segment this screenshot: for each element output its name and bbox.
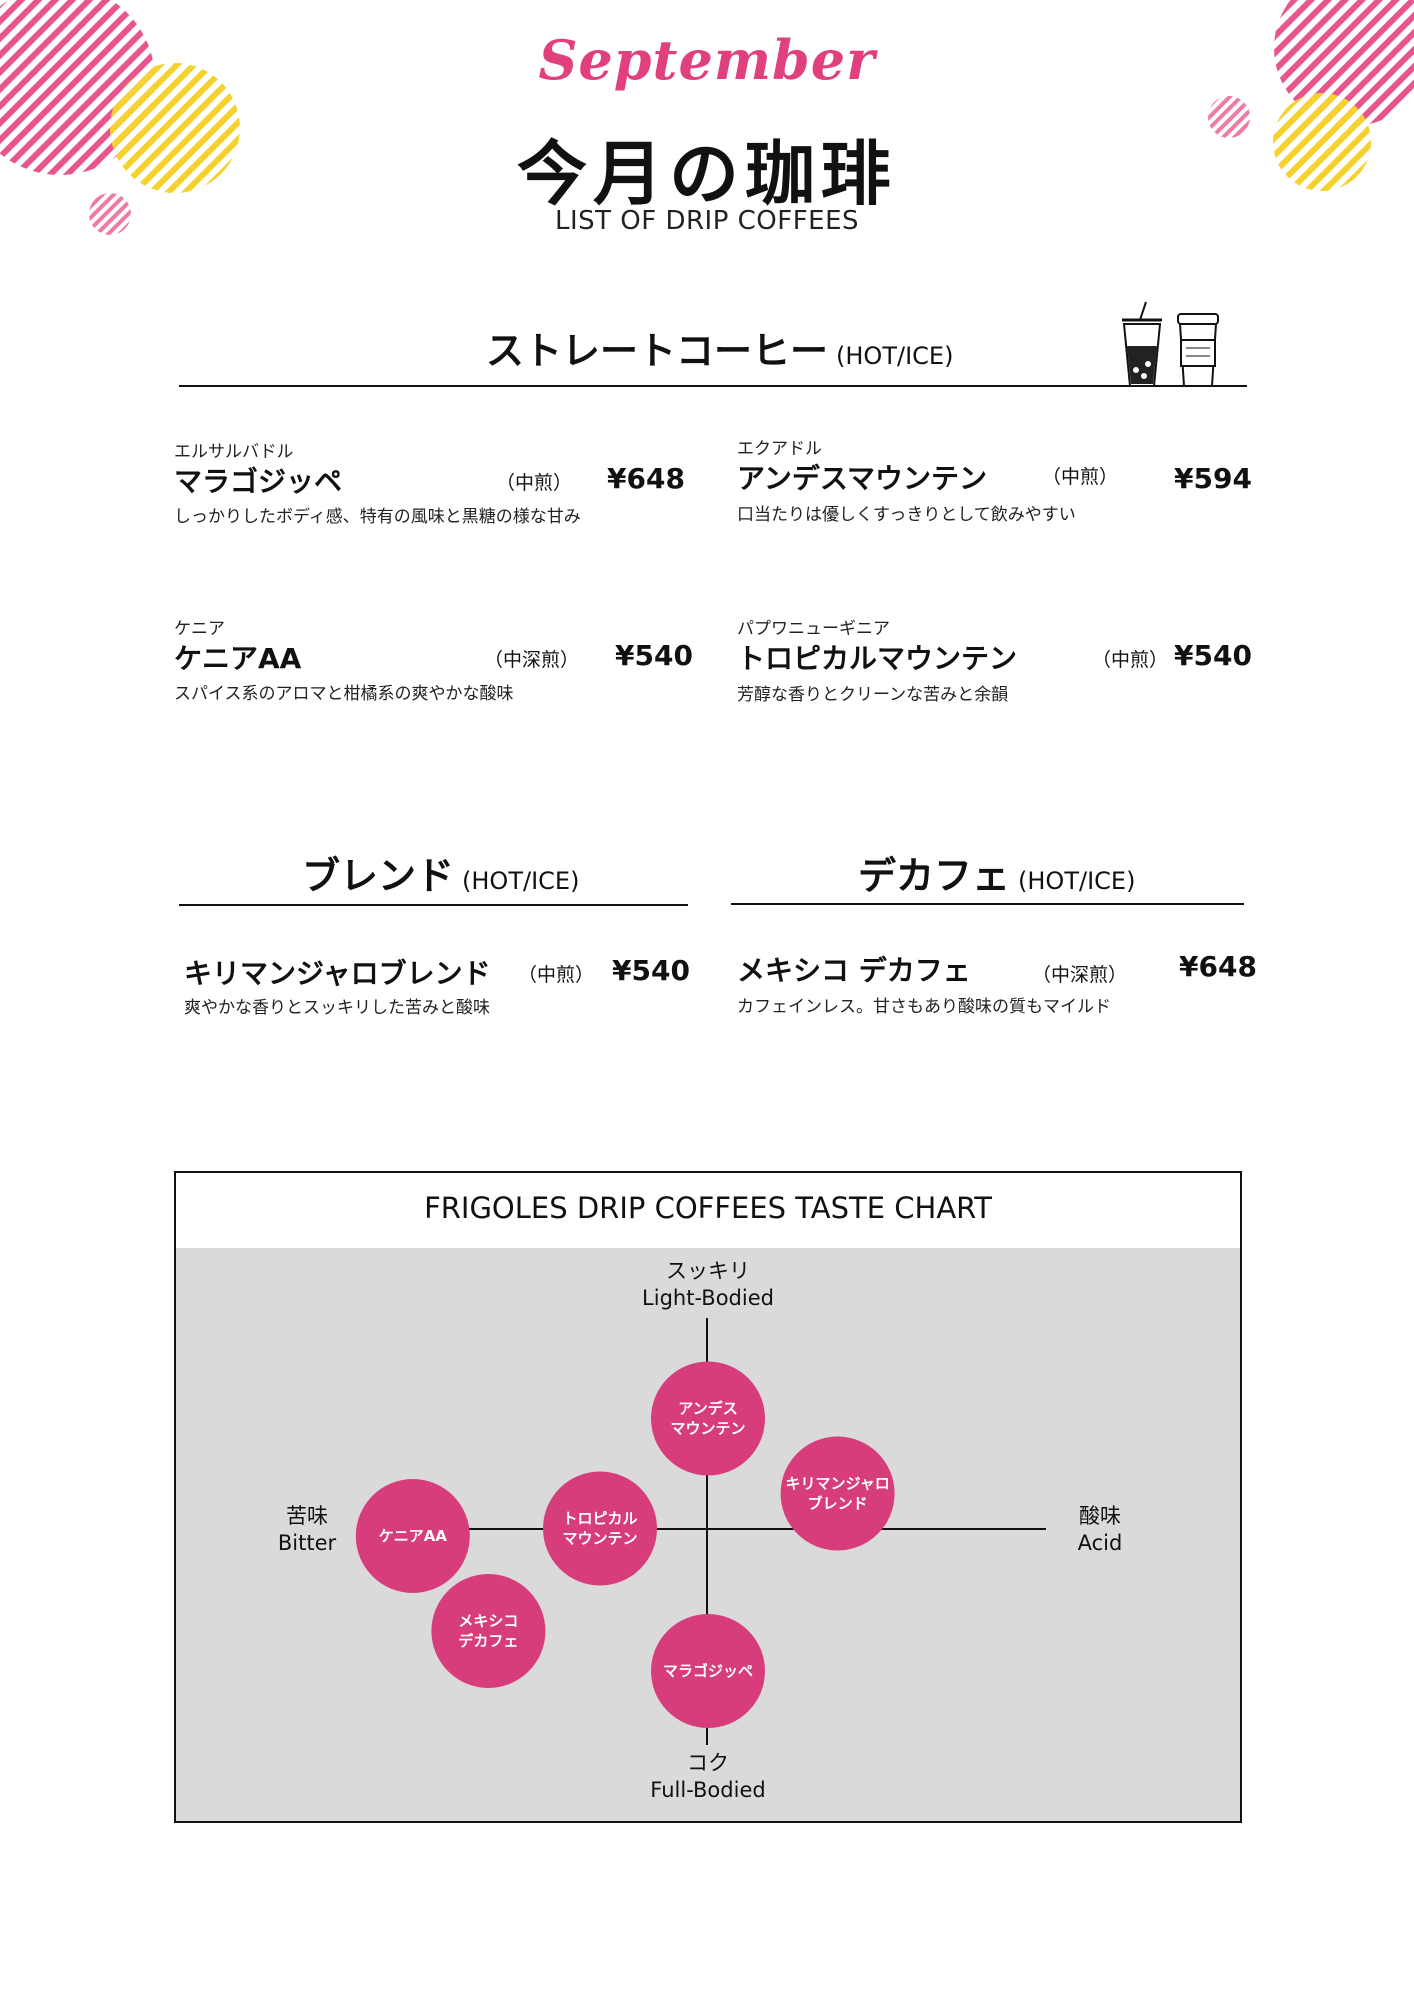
month-script: September (538, 28, 876, 92)
blend-rule (179, 904, 688, 906)
decorative-circles (0, 0, 1414, 235)
item-price: ¥540 (615, 639, 693, 672)
decor-circle (110, 63, 240, 193)
straight-rule (179, 385, 1247, 387)
data-point (543, 1471, 657, 1586)
item-roast: （中煎） (1042, 466, 1119, 488)
page-title: 今月の珈琲 (517, 133, 897, 215)
data-point-label: メキシコ (458, 1612, 518, 1630)
item-origin: エクアドル (737, 439, 822, 459)
item-roast: （中煎） (1092, 649, 1169, 671)
axis-label-top: スッキリ Light-Bodied (608, 1258, 808, 1312)
axis-left-en: Bitter (277, 1531, 337, 1555)
decor-circle (89, 193, 131, 235)
axis-right-en: Acid (1077, 1531, 1123, 1555)
decor-circle (1208, 96, 1250, 138)
decaf-tag: (HOT/ICE) (1018, 867, 1136, 895)
straight-title: ストレートコーヒー (486, 329, 829, 373)
data-point-label: アンデス (678, 1400, 737, 1418)
item-description: しっかりしたボディ感、特有の風味と黒糖の様な甘み (174, 507, 581, 527)
item-origin: ケニア (174, 619, 225, 639)
item-price: ¥648 (607, 462, 685, 495)
straight-tag: (HOT/ICE) (836, 342, 954, 370)
item-name: アンデスマウンテン (737, 462, 988, 495)
item-price: ¥540 (1174, 639, 1252, 672)
blend-tag: (HOT/ICE) (462, 867, 580, 895)
item-roast: （中煎） (518, 964, 595, 986)
data-point (780, 1436, 895, 1551)
item-origin: エルサルバドル (174, 442, 294, 462)
axis-label-bottom: コク Full-Bodied (608, 1750, 808, 1804)
item-roast: （中深煎） (1032, 964, 1128, 986)
axis-top-en: Light-Bodied (642, 1286, 774, 1310)
data-point (355, 1479, 470, 1593)
data-point-label: デカフェ (458, 1632, 518, 1650)
data-point-label: ブレンド (808, 1495, 868, 1513)
data-point-label: キリマンジャロ (785, 1475, 889, 1493)
axis-bottom-en: Full-Bodied (650, 1778, 766, 1802)
item-name: メキシコ デカフェ (737, 954, 971, 987)
item-price: ¥648 (1179, 950, 1257, 983)
taste-chart-plot: アンデスマウンテンキリマンジャロブレンドケニアAAトロピカルマウンテンメキシコデ… (355, 1318, 1046, 1745)
page-subtitle: LIST OF DRIP COFFEES (554, 206, 860, 236)
axis-label-right: 酸味 Acid (1050, 1503, 1150, 1557)
item-description: カフェインレス。甘さもあり酸味の質もマイルド (737, 997, 1111, 1017)
decor-circle (1274, 0, 1414, 126)
blend-title: ブレンド (302, 854, 455, 898)
item-description: スパイス系のアロマと柑橘系の爽やかな酸味 (174, 684, 514, 704)
item-description: 芳醇な香りとクリーンな苦みと余韻 (737, 685, 1009, 705)
straight-heading: ストレートコーヒー(HOT/ICE) (486, 320, 953, 375)
item-roast: （中煎） (496, 472, 573, 494)
item-roast: （中深煎） (484, 649, 580, 671)
data-point-label: マウンテン (562, 1530, 637, 1548)
coffee-cups-icon (1122, 301, 1219, 387)
chart-title: FRIGOLES DRIP COFFEES TASTE CHART (424, 1191, 992, 1225)
axis-right-ja: 酸味 (1079, 1504, 1121, 1528)
axis-top-ja: スッキリ (666, 1259, 750, 1283)
decaf-title: デカフェ (858, 854, 1011, 898)
item-description: 口当たりは優しくすっきりとして飲みやすい (737, 505, 1076, 525)
data-point (651, 1614, 765, 1728)
item-name: マラゴジッペ (174, 465, 343, 498)
data-point-label: マウンテン (670, 1420, 745, 1438)
blend-heading: ブレンド(HOT/ICE) (302, 845, 579, 900)
item-name: キリマンジャロブレンド (184, 957, 491, 990)
item-price: ¥594 (1174, 462, 1252, 495)
axis-left-ja: 苦味 (286, 1504, 328, 1528)
item-name: ケニアAA (174, 642, 302, 675)
data-point (431, 1574, 546, 1688)
item-origin: パプワニューギニア (737, 619, 890, 639)
item-description: 爽やかな香りとスッキリした苦みと酸味 (184, 998, 490, 1018)
data-point-label: トロピカル (562, 1510, 637, 1528)
decaf-rule (731, 903, 1244, 905)
axis-label-left: 苦味 Bitter (257, 1503, 357, 1557)
data-point (651, 1361, 765, 1476)
data-point-label: マラゴジッペ (663, 1662, 753, 1680)
axis-bottom-ja: コク (687, 1751, 729, 1775)
decaf-heading: デカフェ(HOT/ICE) (858, 845, 1135, 900)
data-point-label: ケニアAA (379, 1527, 448, 1545)
item-price: ¥540 (612, 954, 690, 987)
decor-circle (1273, 93, 1371, 191)
item-name: トロピカルマウンテン (737, 642, 1018, 675)
